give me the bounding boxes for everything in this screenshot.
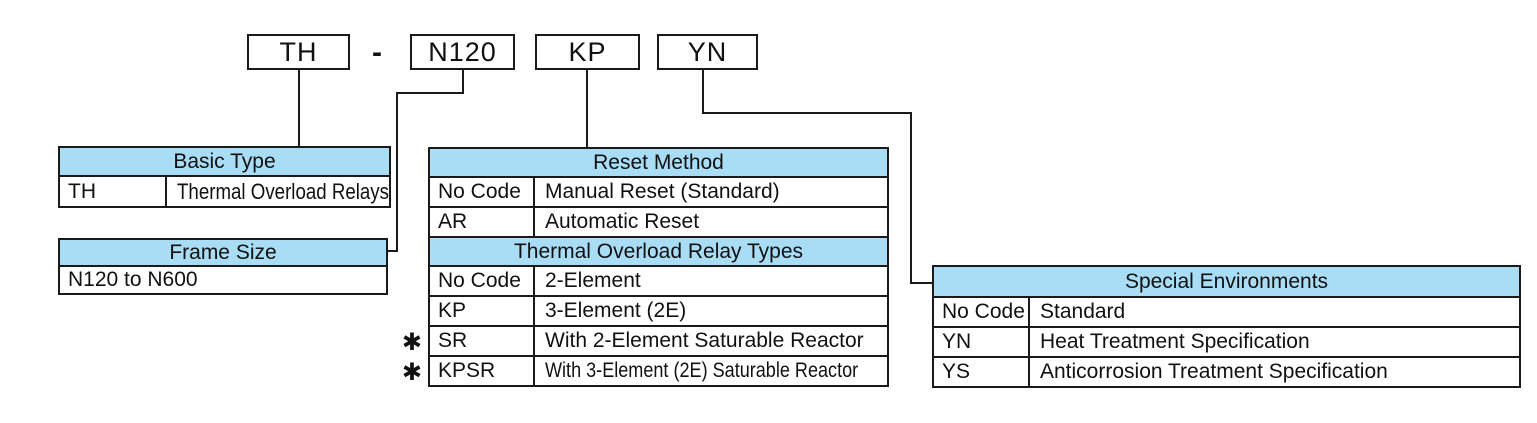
cell-desc: Heat Treatment Specification	[1040, 330, 1310, 353]
table-frame-size: Frame Size N120 to N600	[58, 238, 388, 295]
code-separator: -	[372, 36, 382, 69]
code-box-relay-type: KP	[535, 34, 640, 70]
table-special-environments: Special Environments No Code Standard YN…	[932, 265, 1521, 388]
code-box-frame-size: N120	[410, 34, 515, 70]
cell-code: YN	[934, 328, 1030, 356]
cell-desc: With 3-Element (2E) Saturable Reactor	[545, 359, 859, 382]
code-box-environment: YN	[657, 34, 758, 70]
table-row: YS Anticorrosion Treatment Specification	[934, 358, 1519, 386]
table-relay-types-header: Thermal Overload Relay Types	[430, 238, 887, 267]
table-row: SR With 2-Element Saturable Reactor	[430, 327, 887, 357]
cell-code: TH	[60, 177, 167, 206]
cell-code: AR	[430, 208, 535, 236]
cell-code: KPSR	[430, 357, 535, 385]
table-row: TH Thermal Overload Relays	[60, 177, 389, 206]
connector-basic-type	[298, 70, 300, 146]
table-row: KPSR With 3-Element (2E) Saturable React…	[430, 357, 887, 385]
cell-code: YS	[934, 358, 1030, 386]
connector-frame-size-h1	[396, 92, 464, 94]
table-row: N120 to N600	[60, 267, 386, 293]
table-row: AR Automatic Reset	[430, 208, 887, 238]
cell-code: No Code	[934, 298, 1030, 326]
connector-relay-type	[586, 70, 588, 147]
connector-frame-size-v1	[462, 70, 464, 94]
table-row: No Code 2-Element	[430, 267, 887, 297]
table-row: YN Heat Treatment Specification	[934, 328, 1519, 358]
code-box-basic-type: TH	[247, 34, 350, 70]
cell-desc: Anticorrosion Treatment Specification	[1040, 360, 1388, 383]
cell-desc: 3-Element (2E)	[545, 299, 687, 322]
asterisk-note-sr: ✱	[401, 328, 422, 356]
table-basic-type-header: Basic Type	[60, 148, 389, 177]
table-row: KP 3-Element (2E)	[430, 297, 887, 327]
connector-environment-v2	[910, 112, 912, 284]
table-basic-type: Basic Type TH Thermal Overload Relays	[58, 146, 391, 208]
cell-desc: Thermal Overload Relays	[177, 179, 389, 204]
cell-code: No Code	[430, 178, 535, 206]
connector-frame-size-v2	[396, 92, 398, 252]
cell-desc: N120 to N600	[68, 268, 198, 291]
table-row: No Code Manual Reset (Standard)	[430, 178, 887, 208]
table-row: No Code Standard	[934, 298, 1519, 328]
table-frame-size-header: Frame Size	[60, 240, 386, 267]
asterisk-note-kpsr: ✱	[401, 358, 422, 386]
table-reset-method-header: Reset Method	[430, 149, 887, 178]
connector-environment-h2	[910, 282, 934, 284]
cell-code: KP	[430, 297, 535, 325]
cell-desc: 2-Element	[545, 269, 641, 292]
table-special-environments-header: Special Environments	[934, 267, 1519, 298]
connector-environment-v1	[702, 70, 704, 114]
connector-environment-h1	[702, 112, 912, 114]
cell-desc: With 2-Element Saturable Reactor	[545, 329, 864, 352]
cell-code: SR	[430, 327, 535, 355]
connector-frame-size-h2	[386, 250, 398, 252]
cell-desc: Standard	[1040, 300, 1126, 323]
table-reset-method-and-relay-types: Reset Method No Code Manual Reset (Stand…	[428, 147, 889, 387]
cell-code: No Code	[430, 267, 535, 295]
cell-desc: Automatic Reset	[545, 210, 700, 233]
cell-desc: Manual Reset (Standard)	[545, 180, 780, 203]
